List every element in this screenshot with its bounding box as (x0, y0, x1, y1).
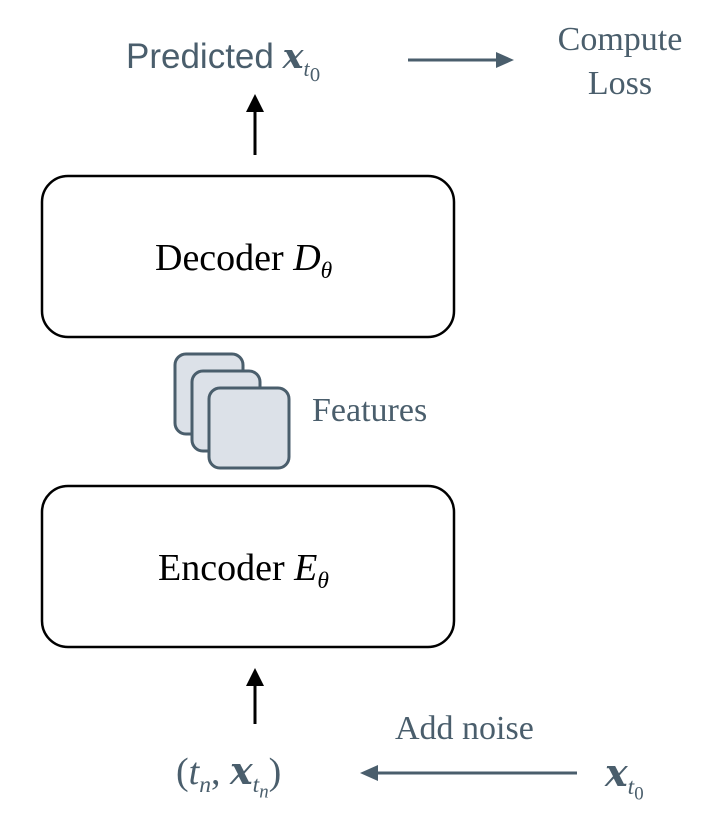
predicted-variable: xt0 (282, 36, 321, 86)
predicted-word: Predicted (126, 37, 274, 76)
encoder-box (40, 484, 456, 649)
predicted-output-label: Predicted xt0 (126, 36, 321, 86)
compute-loss-line1: Compute (557, 21, 683, 58)
compute-loss-label: Compute Loss (540, 18, 700, 106)
arrow-input-to-encoder (246, 668, 264, 724)
arrow-decoder-to-output (246, 94, 264, 155)
features-stack-icon (173, 352, 291, 470)
decoder-box (40, 174, 456, 339)
clean-input-label: xt0 (605, 750, 644, 805)
encoder-label: Encoder Eθ (158, 547, 329, 595)
add-noise-label: Add noise (395, 710, 534, 747)
features-label: Features (312, 392, 428, 429)
decoder-label: Decoder Dθ (155, 237, 333, 285)
arrow-to-compute-loss (408, 52, 514, 68)
arrow-add-noise (360, 765, 577, 781)
noisy-input-label: (tn, xtn) (176, 748, 282, 803)
compute-loss-line2: Loss (587, 65, 653, 102)
